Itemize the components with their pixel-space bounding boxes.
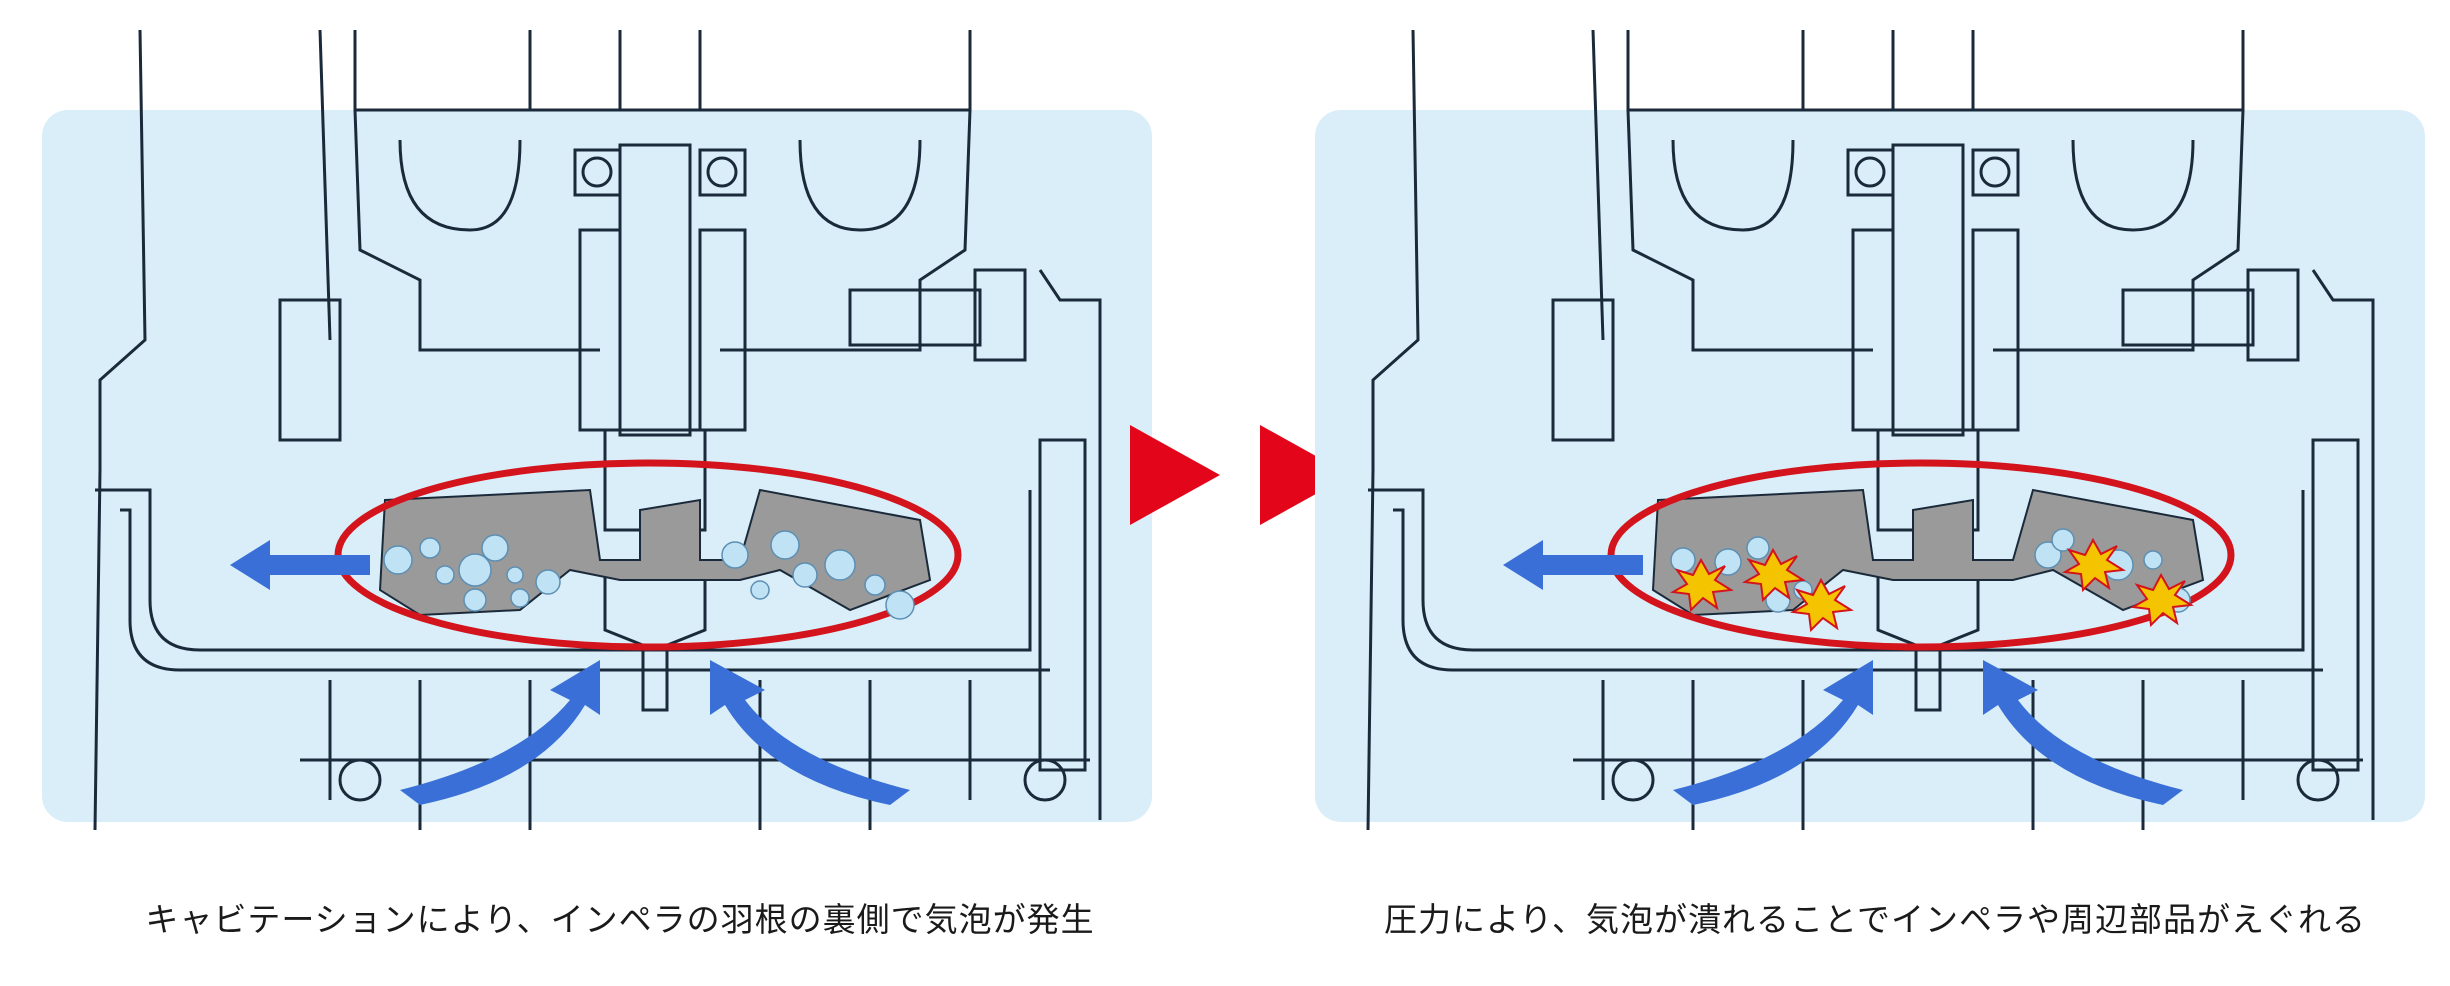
outflow-arrow [230,540,370,590]
burst-icon [2129,572,2194,628]
pump-cross-section-diagram [42,29,1152,831]
burst-icon [1741,547,1806,603]
outflow-arrow [1503,540,1643,590]
panel-after: 圧力により、気泡が潰れることでインペラや周辺部品がえぐれる [1255,0,2450,986]
inflow-arrow-left [400,660,600,805]
impeller [378,488,932,617]
burst-cluster [1669,537,2194,633]
inflow-arrow-right [710,660,910,805]
caption-before: キャビテーションにより、インペラの羽根の裏側で気泡が発生 [145,900,1095,939]
pump-cross-section-diagram [1315,29,2425,831]
pump-housing [1366,29,2375,831]
inflow-arrow-left [1673,660,1873,805]
bubble-cluster [383,530,915,620]
burst-icon [1669,557,1734,613]
caption-after: 圧力により、気泡が潰れることでインペラや周辺部品がえぐれる [1383,900,2367,939]
panel-before: キャビテーションにより、インペラの羽根の裏側で気泡が発生 [42,29,1152,939]
inflow-arrow-right [1983,660,2183,805]
flow-arrows [230,540,910,805]
burst-icon [2061,537,2126,593]
triangle-right-icon [1130,425,1220,525]
triangle-right-icon [1260,425,1350,525]
transition-arrows [1130,425,1350,525]
flow-arrows [1503,540,2183,805]
pump-housing [93,29,1102,831]
burst-icon [1789,577,1854,633]
